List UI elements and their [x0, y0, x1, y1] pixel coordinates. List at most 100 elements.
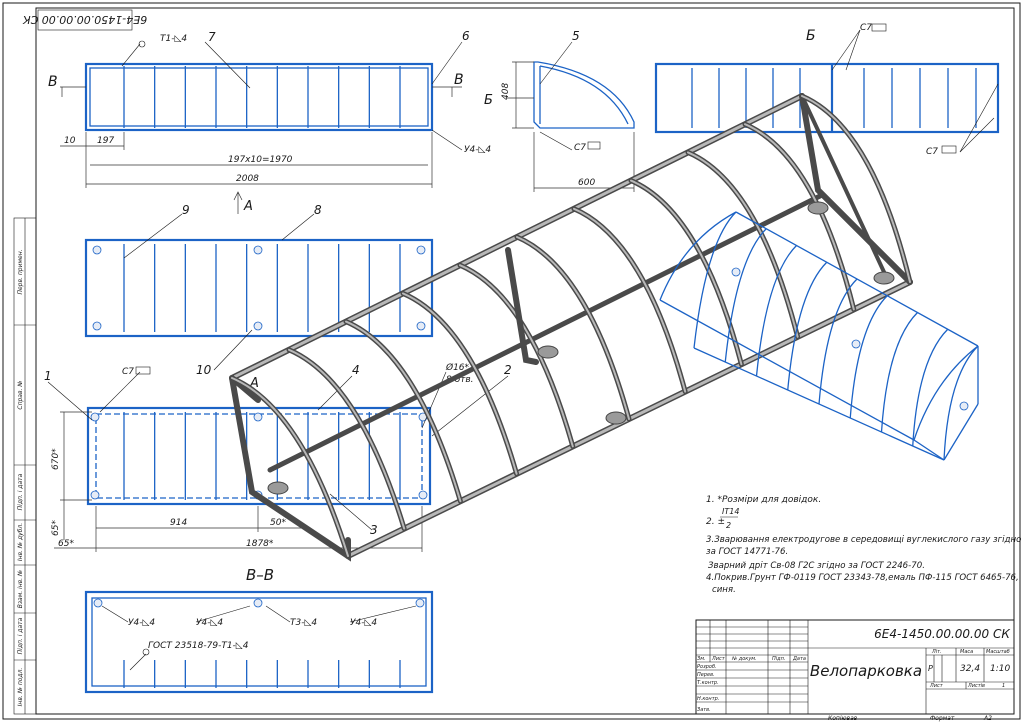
arch-pipe: [571, 206, 688, 395]
dim-670: 670*: [51, 448, 61, 470]
col-lit: Літ.: [931, 649, 942, 655]
side-strip-label-4: Інв. № дубл.: [17, 523, 24, 561]
arch-blue: [755, 245, 797, 377]
note-2-tol: IT14: [722, 507, 739, 516]
isometric-view-blue: [659, 211, 979, 461]
note-3: 3.Зварювання електродугове в середовищі …: [706, 535, 1021, 545]
arch-blue: [912, 328, 949, 447]
dim-408: 408: [501, 83, 511, 100]
weld-mark-c7-b-top: С7: [860, 23, 872, 33]
side-strip: Перв. примен. Справ. № Підп. і дата Інв.…: [13, 217, 37, 715]
dim-1970: 197x10=1970: [228, 155, 293, 165]
col-sign: Підп.: [772, 656, 785, 662]
arch-pipe-highlight: [402, 292, 518, 475]
role-developer: Розроб.: [697, 664, 717, 670]
dim-914: 914: [170, 518, 187, 528]
arch-pipe-highlight: [345, 320, 462, 503]
isometric-view: [229, 93, 913, 562]
lit-value: Р: [928, 664, 933, 673]
dim-10: 10: [64, 136, 76, 146]
view-b-title: Б: [806, 28, 816, 44]
sheet-label: Лист: [929, 683, 944, 689]
arch-pipe-highlight: [801, 95, 911, 283]
sheets-value: 1: [1002, 683, 1005, 689]
weld-mark-t1: Т1-◺4: [160, 34, 187, 44]
note-2: 2. ±: [706, 517, 725, 527]
view-arrow-a: А: [243, 199, 253, 214]
mass-value: 32,4: [960, 664, 980, 674]
hole-count: 8 отв.: [446, 375, 474, 385]
dim-65-h: 65*: [58, 539, 74, 549]
col-scale: Масштаб: [986, 649, 1010, 655]
weld-mark-u4-top: У4-◺4: [464, 145, 491, 155]
arch-pipe-highlight: [516, 236, 630, 420]
col-mass: Маса: [960, 649, 973, 655]
technical-notes: 1. *Розміри для довідок. IT14 2. ± 2 3.З…: [706, 495, 1021, 595]
col-doc: № докум.: [731, 656, 757, 662]
title-code: 6Е4-1450.00.00.00 СК: [874, 627, 1010, 641]
arch-blue: [693, 211, 737, 349]
part-label-4: 4: [352, 363, 360, 377]
dim-1878: 1878*: [246, 539, 274, 549]
side-strip-label-7: Інв. № подл.: [17, 668, 24, 707]
section-vv: В–В У4-◺4 У4-◺4 Т3-◺4 У4-◺4 ГОСТ 23518-7…: [84, 566, 434, 694]
part-label-2: 2: [504, 363, 512, 377]
arch-blue: [880, 312, 918, 433]
arch-blue: [818, 278, 858, 405]
sheets-label: Листів: [967, 683, 985, 689]
part-label-7: 7: [208, 30, 216, 44]
dim-600: 600: [578, 178, 595, 188]
format-label: Формат: [930, 715, 955, 722]
side-strip-label-1: Перв. примен.: [17, 249, 24, 294]
dim-65-v: 65*: [51, 520, 61, 536]
part-label-10: 10: [196, 363, 212, 377]
note-5: 4.Покрив.Грунт ГФ-0119 ГОСТ 23343-78,ема…: [706, 573, 1019, 583]
arch-blue: [943, 345, 979, 461]
arch-pipe: [286, 347, 407, 532]
top-view-frame: В В Т1-◺4 7 6 У4-◺4 10 197 197x10=1970 2…: [48, 29, 491, 214]
part-label-1: 1: [44, 369, 52, 383]
side-strip-label-6: Підп. і дата: [17, 617, 24, 654]
side-strip-label-3: Підп. і дата: [17, 473, 24, 510]
view-a-title: А: [249, 376, 259, 391]
top-stamp-code: 6Е4-1450.00.00.00 СК: [22, 13, 148, 26]
dim-2008: 2008: [236, 174, 259, 184]
note-2-den: 2: [726, 521, 731, 530]
side-strip-label-2: Справ. №: [17, 380, 24, 409]
format-value: А2: [983, 715, 992, 722]
part-label-5: 5: [572, 29, 580, 43]
col-date: Дата: [792, 656, 806, 662]
weld-mark-u4-3: У4-◺4: [350, 618, 377, 628]
part-label-8: 8: [314, 203, 322, 217]
part-label-9: 9: [182, 203, 190, 217]
arch-pipe: [514, 234, 632, 422]
arch-pipe: [685, 149, 801, 340]
part-label-6: 6: [462, 29, 470, 43]
col-izm: Зм.: [697, 656, 706, 662]
weld-mark-c7-side: С7: [574, 143, 586, 153]
arch-pipe: [742, 121, 857, 312]
arch-pipe: [343, 319, 463, 504]
arch-pipe: [628, 178, 744, 367]
note-5b: синя.: [712, 585, 736, 595]
view-b: Б С7 С7: [654, 23, 1000, 157]
weld-mark-c7-b-bottom: С7: [926, 147, 938, 157]
role-approved: Затв.: [697, 707, 711, 713]
weld-mark-c7-a: С7: [122, 367, 134, 377]
weld-mark-u4-1: У4-◺4: [128, 618, 155, 628]
cut-label-left: В: [48, 74, 58, 90]
role-tcontrol: Т.контр.: [697, 680, 719, 686]
scale-value: 1:10: [990, 664, 1010, 674]
title-name: Велопарковка: [810, 662, 922, 680]
gost-weld-note: ГОСТ 23518-79-Т1-◺4: [148, 641, 249, 651]
weld-mark-t3: Т3-◺4: [290, 618, 317, 628]
side-view-arc: 5 408 Б С7 600: [484, 29, 635, 192]
view-a: А 1 С7 4 Ø16* 8 отв. 2 3 670* 65* 914 50…: [44, 362, 512, 552]
part-label-3: 3: [370, 523, 378, 537]
arch-blue: [787, 261, 828, 391]
role-ncontrol: Н.контр.: [697, 696, 719, 702]
arch-pipe-highlight: [288, 348, 406, 530]
dim-50: 50*: [270, 518, 286, 528]
